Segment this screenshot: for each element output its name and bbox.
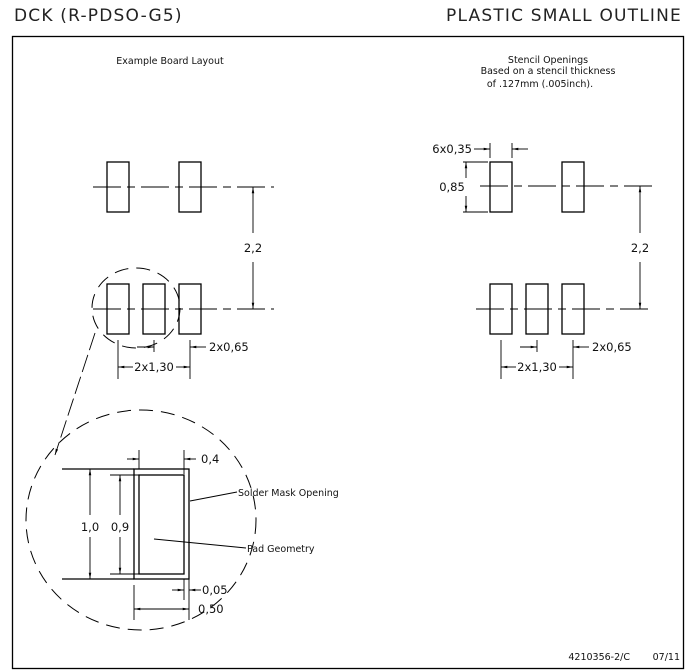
outer-height-label: 1,0 [81,520,99,534]
detail-callout-circle [91,267,181,349]
pad-geometry-leader [153,538,247,549]
stencil-opening-top-2 [561,161,585,213]
board-pad-pitch-total-label: 2x1,30 [134,360,174,374]
stencil-title-line2: Based on a stencil thickness [481,66,616,77]
solder-mask-leader [189,491,238,502]
board-layout-title: Example Board Layout [116,56,224,67]
stencil-title-line1: Stencil Openings [508,55,588,66]
stencil-pad-pitch-label: 2x0,65 [592,340,632,354]
board-layout-view: 2,2 2x0,65 2x1,30 [54,161,274,456]
stencil-opening-top-1 [489,161,513,213]
detail-leader-line [54,332,96,456]
pad-geometry-outline [138,474,185,575]
solder-mask-opening-label: Solder Mask Opening [238,488,339,499]
board-row-pitch-label: 2,2 [244,241,262,255]
inner-height-label: 0,9 [111,520,129,534]
detail-view: 1,0 0,9 0,4 0,05 0,50 Solder Mask Openin… [25,409,339,631]
drawing-frame [11,35,685,670]
package-type-title: PLASTIC SMALL OUTLINE [446,6,682,26]
pad-geometry-label: Pad Geometry [247,544,315,555]
outer-width-label: 0,50 [198,602,224,616]
detail-circle [25,409,257,631]
package-code-title: DCK (R-PDSO-G5) [14,6,183,26]
stencil-row-pitch-label: 2,2 [631,241,649,255]
stencil-pad-pitch-total-label: 2x1,30 [517,360,557,374]
drawing-number: 4210356-2/C [568,652,630,663]
board-pad-pitch-label: 2x0,65 [209,340,249,354]
drawing-date: 07/11 [653,652,680,663]
stencil-title-line3: of .127mm (.005inch). [487,79,593,90]
mask-clearance-label: 0,4 [201,452,219,466]
edge-gap-label: 0,05 [202,583,228,597]
solder-mask-opening-outline [133,468,190,580]
stencil-opening-width-label: 6x0,35 [432,142,472,156]
stencil-opening-height-label: 0,85 [439,180,465,194]
stencil-view: 6x0,35 0,85 2,2 2x0,65 2x1,30 [432,142,653,379]
